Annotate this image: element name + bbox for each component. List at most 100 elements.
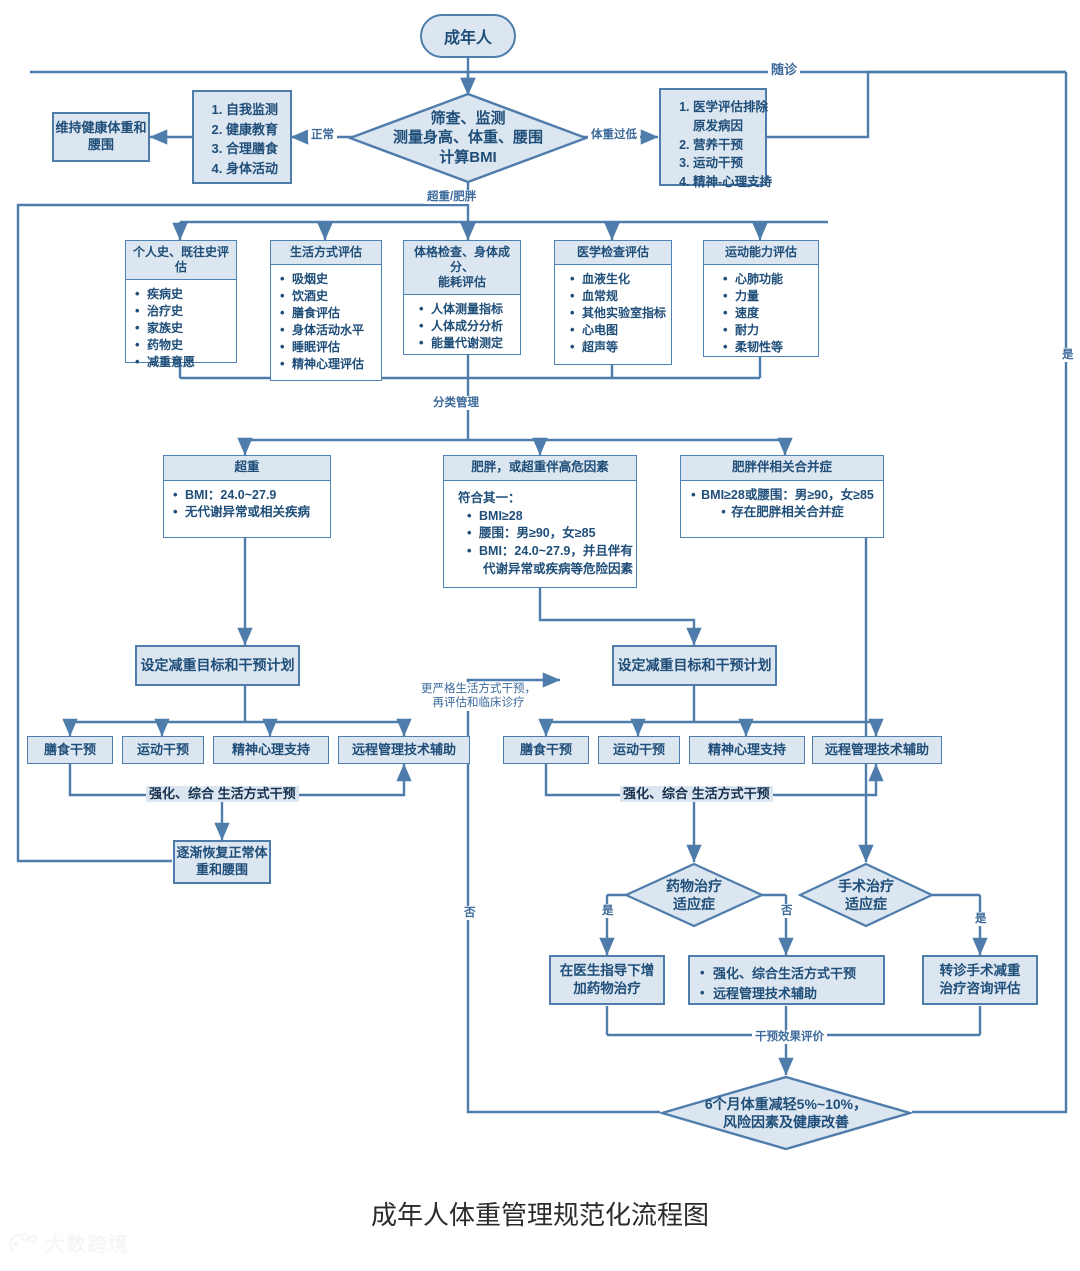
edge-label-followup: 随诊 [768,62,801,79]
edge-label-stricter-lifestyle: 更严格生活方式干预， 再评估和临床诊疗 [418,682,539,711]
intervention-left-exercise[interactable]: 运动干预 [122,736,204,764]
node-drug-therapy[interactable]: 在医生指导下增 加药物治疗 [549,955,665,1005]
surgery-decision-l1: 手术治疗 [838,877,894,894]
assess-item: 心电图 [569,321,663,339]
underweight-action-1: 医学评估排除 原发病因 [693,98,768,136]
node-underweight-actions[interactable]: 医学评估排除 原发病因 营养干预 运动干预 精神-心理支持 [659,88,772,189]
underweight-action-1-l1: 医学评估排除 [693,100,769,114]
page-title: 成年人体重管理规范化流程图 [370,1201,709,1230]
classify-card-obesity-highrisk[interactable]: 肥胖，或超重伴高危因素 符合其一： BMI≥28 腰围：男≥90，女≥85 BM… [443,455,637,588]
intervention-left-diet[interactable]: 膳食干预 [27,736,113,764]
intervention-right-exercise[interactable]: 运动干预 [598,736,680,764]
edge-label-no-left: 否 [461,906,479,921]
classify-item: 无代谢异常或相关疾病 [172,503,322,522]
normal-action-4: 身体活动 [226,159,280,179]
drug-yes-l2: 加药物治疗 [573,981,641,996]
stricter-l1: 更严格生活方式干预， [421,683,536,695]
assess-item: 能量代谢测定 [418,334,512,352]
classify-item: BMI≥28 [466,507,628,526]
intervention-label: 运动干预 [612,741,665,757]
edge-label-lifestyle-right: 强化、综合 生活方式干预 [620,786,773,803]
edge-label-classified-management: 分类管理 [430,396,482,411]
maintain-line-1: 维持健康体重和 [55,120,147,136]
underweight-action-2: 营养干预 [693,136,755,155]
classify-card-header: 肥胖伴相关合并症 [681,456,883,481]
recover-line-1: 逐渐恢复正常体 [176,845,268,861]
classify-lead: 符合其一： [458,490,521,505]
node-drug-indication-decision[interactable]: 药物治疗 适应症 [624,862,764,928]
outcome-l2: 风险因素及健康改善 [723,1114,849,1130]
intervention-left-psych[interactable]: 精神心理支持 [213,736,329,764]
drug-yes-l1: 在医生指导下增 [559,963,655,979]
classify-card-header: 肥胖，或超重伴高危因素 [444,456,636,481]
assess-card-lifestyle[interactable]: 生活方式评估 吸烟史 饮酒史 膳食评估 身体活动水平 睡眠评估 精神心理评估 [270,240,382,381]
stricter-l2: 再评估和临床诊疗 [432,697,525,710]
classify-card-overweight[interactable]: 超重 BMI：24.0~27.9 无代谢异常或相关疾病 [163,455,331,538]
assess-card-exercise-capacity[interactable]: 运动能力评估 心肺功能 力量 速度 耐力 柔韧性等 [703,240,819,357]
normal-action-1: 自我监测 [226,100,280,120]
classify-item: 腰围：男≥90，女≥85 [466,524,628,543]
underweight-action-3: 运动干预 [693,154,755,173]
recover-line-2: 重和腰围 [195,862,248,877]
node-intensive-lifestyle[interactable]: 强化、综合生活方式干预 远程管理技术辅助 [688,955,885,1005]
assess-item: 家族史 [134,319,228,337]
drug-decision-l1: 药物治疗 [666,877,722,894]
assess-item: 速度 [722,304,810,322]
node-start[interactable]: 成年人 [420,14,516,58]
node-start-label: 成年人 [443,30,492,47]
intervention-label: 远程管理技术辅助 [351,741,456,757]
diamond-shape [624,862,764,928]
node-plan-right[interactable]: 设定减重目标和干预计划 [612,645,777,686]
edge-label-drug-yes: 是 [599,904,617,919]
node-recover-normal-weight[interactable]: 逐渐恢复正常体 重和腰围 [173,840,271,884]
assess-item: 其他实验室指标 [569,304,666,322]
intensive-item: 远程管理技术辅助 [700,983,873,1004]
intervention-label: 远程管理技术辅助 [824,741,929,757]
intervention-right-psych[interactable]: 精神心理支持 [689,736,805,764]
assess-item: 吸烟史 [279,270,373,288]
edge-label-normal: 正常 [308,128,337,143]
node-surgery-referral[interactable]: 转诊手术减重 治疗咨询评估 [922,955,1038,1005]
assess-card-header: 运动能力评估 [704,241,818,265]
assess-card-physical-exam[interactable]: 体格检查、身体成分、 能耗评估 人体测量指标 人体成分分析 能量代谢测定 [403,240,521,355]
node-plan-left[interactable]: 设定减重目标和干预计划 [135,645,300,686]
edge-label-effect-evaluation: 干预效果评价 [752,1030,827,1045]
diamond-shape [660,1075,912,1151]
assess-item: 人体成分分析 [418,317,512,335]
assess-item: 身体活动水平 [279,321,373,339]
classify-card-header: 超重 [164,456,330,481]
assess-item: 柔韧性等 [722,338,810,356]
edge-label-underweight: 体重过低 [588,128,640,143]
assess-card-header: 体格检查、身体成分、 能耗评估 [404,241,520,295]
intervention-right-remote[interactable]: 远程管理技术辅助 [812,736,942,764]
node-surgery-indication-decision[interactable]: 手术治疗 适应症 [798,862,934,928]
intervention-left-remote[interactable]: 远程管理技术辅助 [338,736,470,764]
assess-item: 血液生化 [569,270,663,288]
classify-item: BMI：24.0~27.9 [172,486,322,505]
node-outcome-decision[interactable]: 6个月体重减轻5%~10%， 风险因素及健康改善 [660,1075,912,1151]
edge-label-surgery-yes: 是 [972,912,990,927]
assess-card-personal-history[interactable]: 个人史、既往史评估 疾病史 治疗史 家族史 药物史 减重意愿 [125,240,237,372]
assess-header-l1: 体格检查、身体成分、 [413,245,510,274]
node-screening-decision[interactable]: 筛查、监测 测量身高、体重、腰围 计算BMI [348,92,588,184]
assess-item: 饮酒史 [279,287,373,305]
assess-item: 膳食评估 [279,304,373,322]
intervention-right-diet[interactable]: 膳食干预 [503,736,589,764]
plan-right-label: 设定减重目标和干预计划 [617,657,772,674]
classify-card-obesity-comorbid[interactable]: 肥胖伴相关合并症 BMI≥28或腰围：男≥90，女≥85 存在肥胖相关合并症 [680,455,884,538]
assess-card-medical-exam[interactable]: 医学检查评估 血液生化 血常规 其他实验室指标 心电图 超声等 [554,240,672,365]
screening-line-3: 计算BMI [439,148,497,166]
screening-line-2: 测量身高、体重、腰围 [392,129,543,147]
edge-label-yes-right: 是 [1059,348,1077,363]
assess-item: 精神心理评估 [279,355,373,373]
assess-header-l2: 能耗评估 [437,275,486,289]
classify-item-l2: 代谢异常或疾病等危险因素 [483,561,634,576]
classify-item: BMI：24.0~27.9，并且伴有 代谢异常或疾病等危险因素 [466,542,633,579]
surgery-yes-l2: 治疗咨询评估 [939,981,1021,996]
classify-item: 存在肥胖相关合并症 [720,503,844,522]
node-normal-actions[interactable]: 自我监测 健康教育 合理膳食 身体活动 [192,90,292,184]
node-maintain-weight[interactable]: 维持健康体重和 腰围 [52,112,150,162]
normal-action-3: 合理膳食 [226,139,280,159]
assess-card-header: 生活方式评估 [271,241,381,265]
